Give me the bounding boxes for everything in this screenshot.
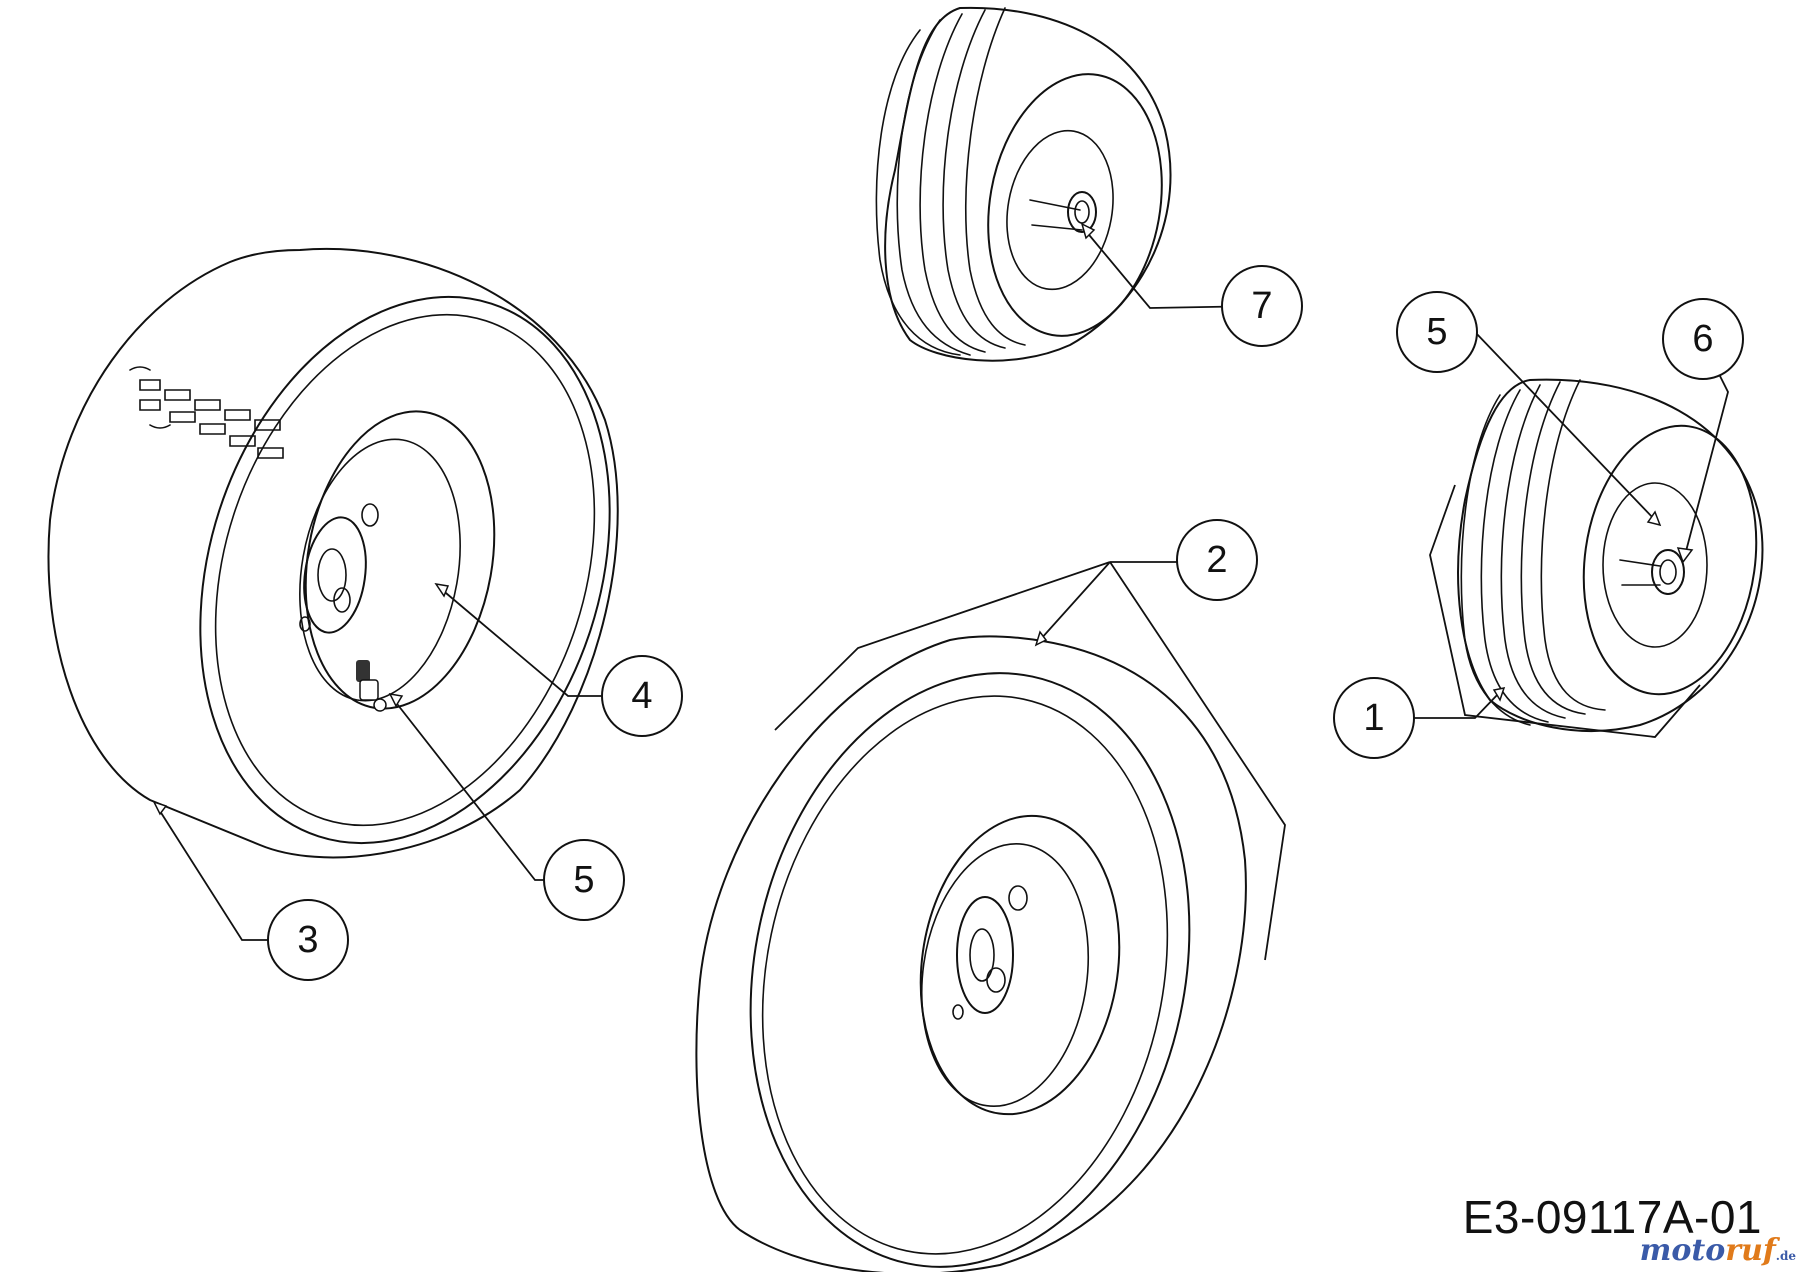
callout-label: 4 (631, 675, 652, 717)
callout-2: 2 (1176, 519, 1258, 601)
callout-5-left: 5 (543, 839, 625, 921)
callout-label: 5 (1426, 311, 1447, 353)
rear-wheel-left (47, 248, 619, 859)
watermark-logo: motoruf.de (1640, 1233, 1796, 1268)
callout-label: 7 (1251, 285, 1272, 327)
leader-lines (152, 222, 1729, 961)
drawing-code: E3-09117A-01 (1462, 1191, 1762, 1243)
front-wheel-top (875, 6, 1172, 362)
callout-3: 3 (267, 899, 349, 981)
rear-wheel-center (695, 635, 1247, 1272)
callout-label: 3 (297, 919, 318, 961)
watermark-accent: ruf (1725, 1233, 1776, 1268)
callout-7: 7 (1221, 265, 1303, 347)
callout-label: 1 (1363, 697, 1384, 739)
watermark-main: moto (1639, 1233, 1726, 1268)
front-wheel-right (1429, 378, 1764, 738)
callout-label: 6 (1692, 318, 1713, 360)
callout-label: 2 (1206, 539, 1227, 581)
watermark-suffix: .de (1775, 1249, 1796, 1263)
callout-1: 1 (1333, 677, 1415, 759)
tread-pattern (129, 366, 284, 459)
callout-6: 6 (1662, 298, 1744, 380)
callout-label: 5 (573, 859, 594, 901)
callout-4: 4 (601, 655, 683, 737)
callout-5-right: 5 (1396, 291, 1478, 373)
